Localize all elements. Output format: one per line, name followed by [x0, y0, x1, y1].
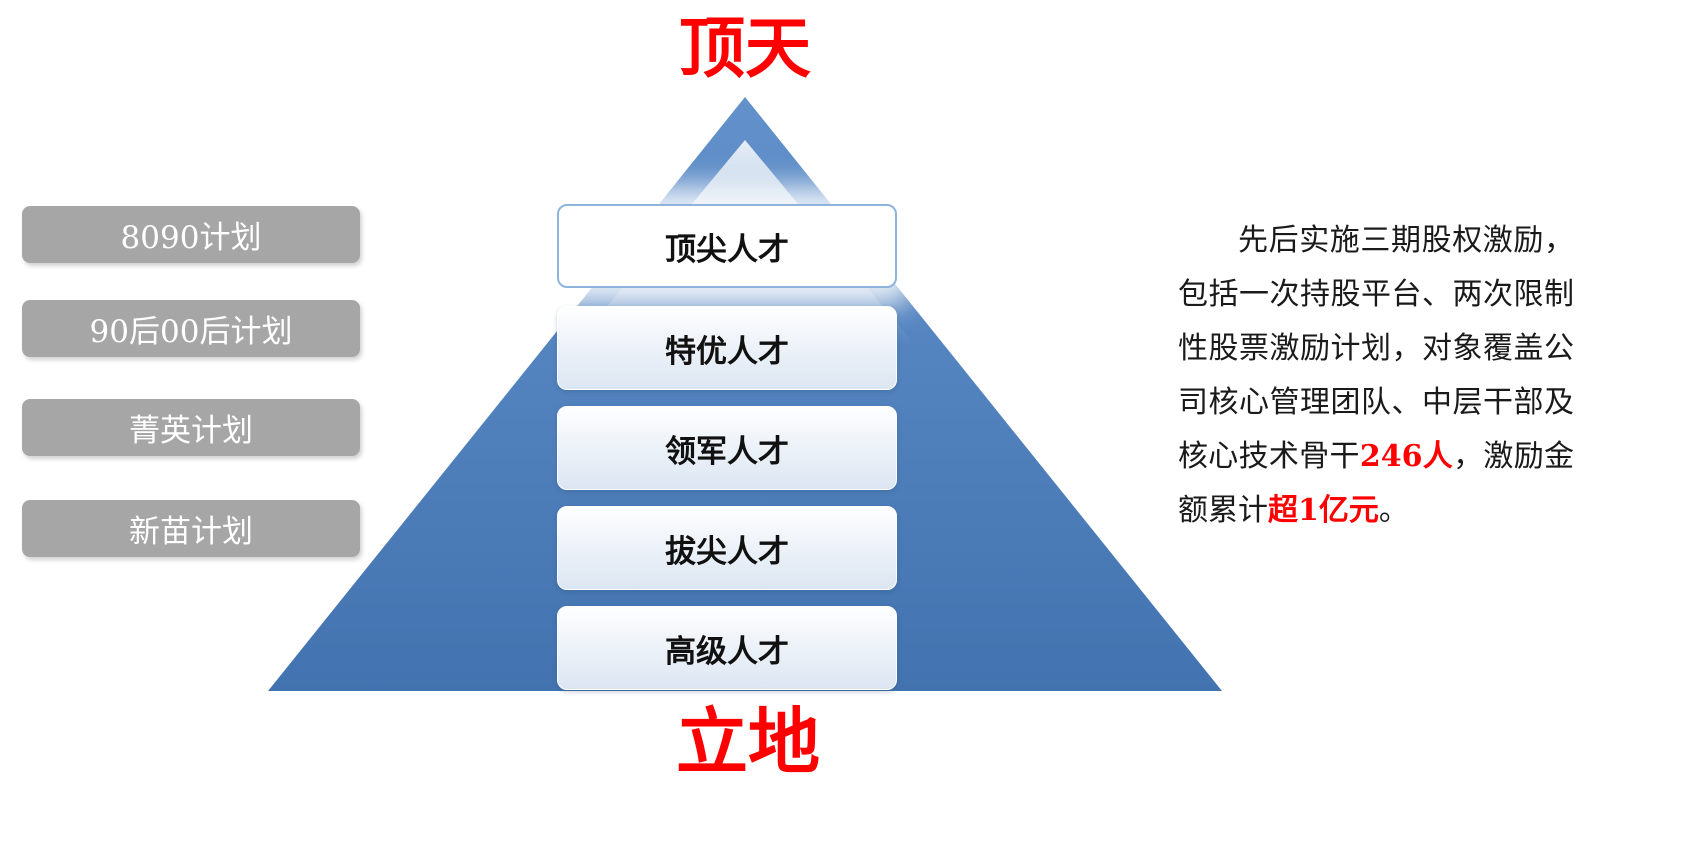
pyramid-level-senior-talent: 高级人才	[557, 606, 897, 690]
pyramid-level-top-talent: 顶尖人才	[557, 204, 897, 288]
title-bottom: 立地	[675, 700, 821, 784]
pyramid-level-special-talent: 特优人才	[557, 306, 897, 390]
plan-chip-seedling: 新苗计划	[22, 500, 360, 557]
pyramid-level-outstanding-talent: 拔尖人才	[557, 506, 897, 590]
description-text: 先后实施三期股权激励，包括一次持股平台、两次限制性股票激励计划，对象覆盖公司核心…	[1178, 223, 1575, 528]
plan-chip-90s-00s: 90后00后计划	[22, 300, 360, 357]
plan-chip-8090: 8090计划	[22, 206, 360, 263]
plan-chip-elite: 菁英计划	[22, 399, 360, 456]
pyramid-triangle	[268, 97, 1222, 691]
title-top: 顶天	[679, 10, 811, 87]
pyramid-level-leading-talent: 领军人才	[557, 406, 897, 490]
